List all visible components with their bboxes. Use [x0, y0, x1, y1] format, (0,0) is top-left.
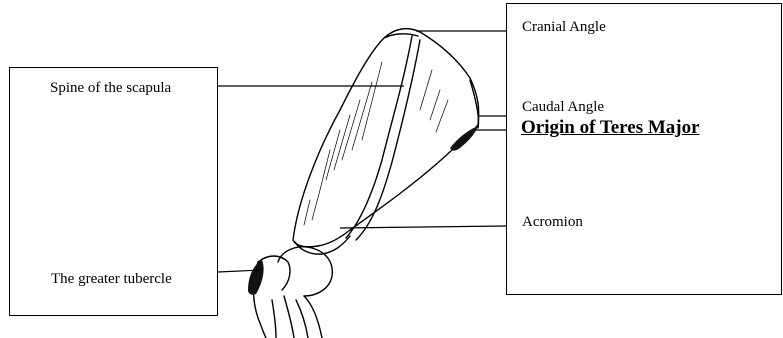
humerus-crest	[296, 300, 308, 338]
pointer-acromion	[340, 226, 506, 228]
label-caudal-angle: Caudal Angle	[522, 98, 604, 116]
right-label-box	[506, 3, 782, 295]
humerus-inner-2	[272, 300, 276, 338]
greater-tubercle-shading	[248, 260, 264, 295]
humerus-inner-1	[284, 296, 294, 338]
label-cranial-angle: Cranial Angle	[522, 18, 606, 36]
scapula-spine-ridge-2	[356, 40, 420, 240]
scapula-outline	[293, 29, 479, 247]
teres-major-origin-shading	[450, 126, 478, 151]
label-origin-teres-major: Origin of Teres Major	[521, 117, 700, 139]
label-acromion: Acromion	[522, 213, 583, 231]
humerus-head	[278, 247, 332, 296]
label-spine-of-scapula: Spine of the scapula	[50, 79, 171, 97]
label-greater-tubercle: The greater tubercle	[51, 270, 172, 288]
